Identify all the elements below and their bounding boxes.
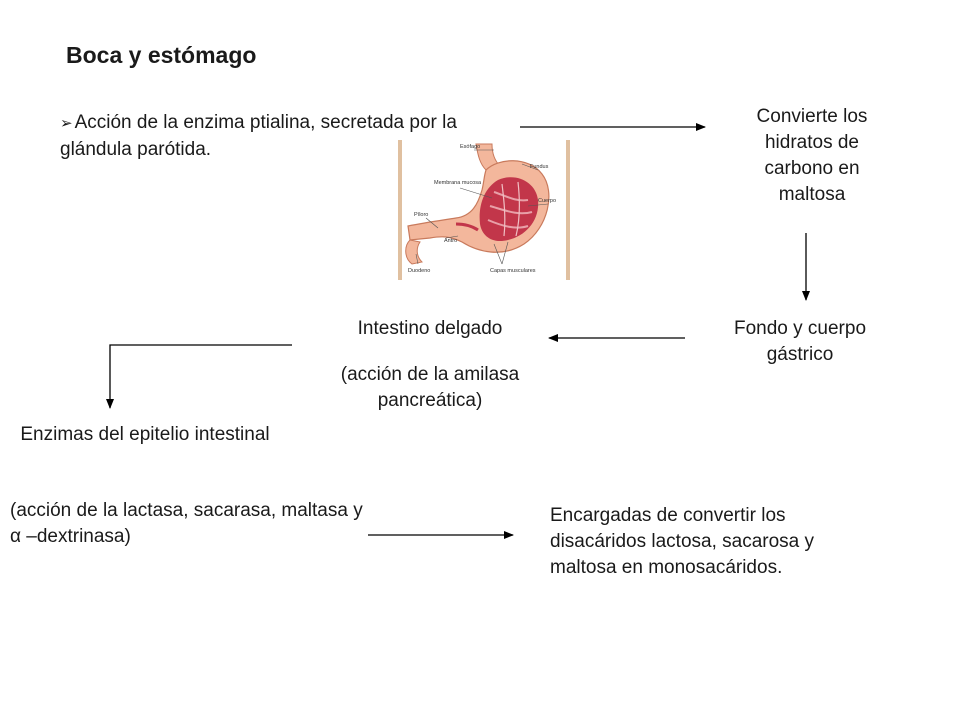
label-duodeno: Duodeno <box>408 268 430 274</box>
arrowhead-bullet-icon: ➢ <box>60 115 73 132</box>
step-ptialina-text: Acción de la enzima ptialina, secretada … <box>60 112 457 160</box>
step-enzimas-epitelio: Enzimas del epitelio intestinal <box>20 424 270 445</box>
stomach-illustration-icon: Esófago Fundus Membrana mucosa Cuerpo Pí… <box>398 140 570 280</box>
step-encargadas: Encargadas de convertir los disacáridos … <box>550 505 815 578</box>
step-fondo-gastrico: Fondo y cuerpo gástrico <box>733 318 867 365</box>
label-membrana: Membrana mucosa <box>434 180 482 186</box>
step-convierte: Convierte los hidratos de carbono en mal… <box>756 106 868 205</box>
step-intestino-accion: (acción de la amilasa pancreática) <box>340 364 520 411</box>
label-cuerpo: Cuerpo <box>538 198 556 204</box>
step-ptialina: ➢Acción de la enzima ptialina, secretada… <box>60 110 500 163</box>
label-antro: Antro <box>444 238 457 244</box>
label-esofago: Esófago <box>460 144 480 150</box>
label-capas: Capas musculares <box>490 268 536 274</box>
step-enzimas-accion: (acción de la lactasa, sacarasa, maltasa… <box>10 500 363 547</box>
arrow-intestino-to-enzimas <box>106 344 292 409</box>
step-intestino-delgado: Intestino delgado <box>357 318 503 339</box>
slide-title: Boca y estómago <box>66 42 257 68</box>
label-piloro: Píloro <box>414 212 428 218</box>
label-fundus: Fundus <box>530 164 549 170</box>
